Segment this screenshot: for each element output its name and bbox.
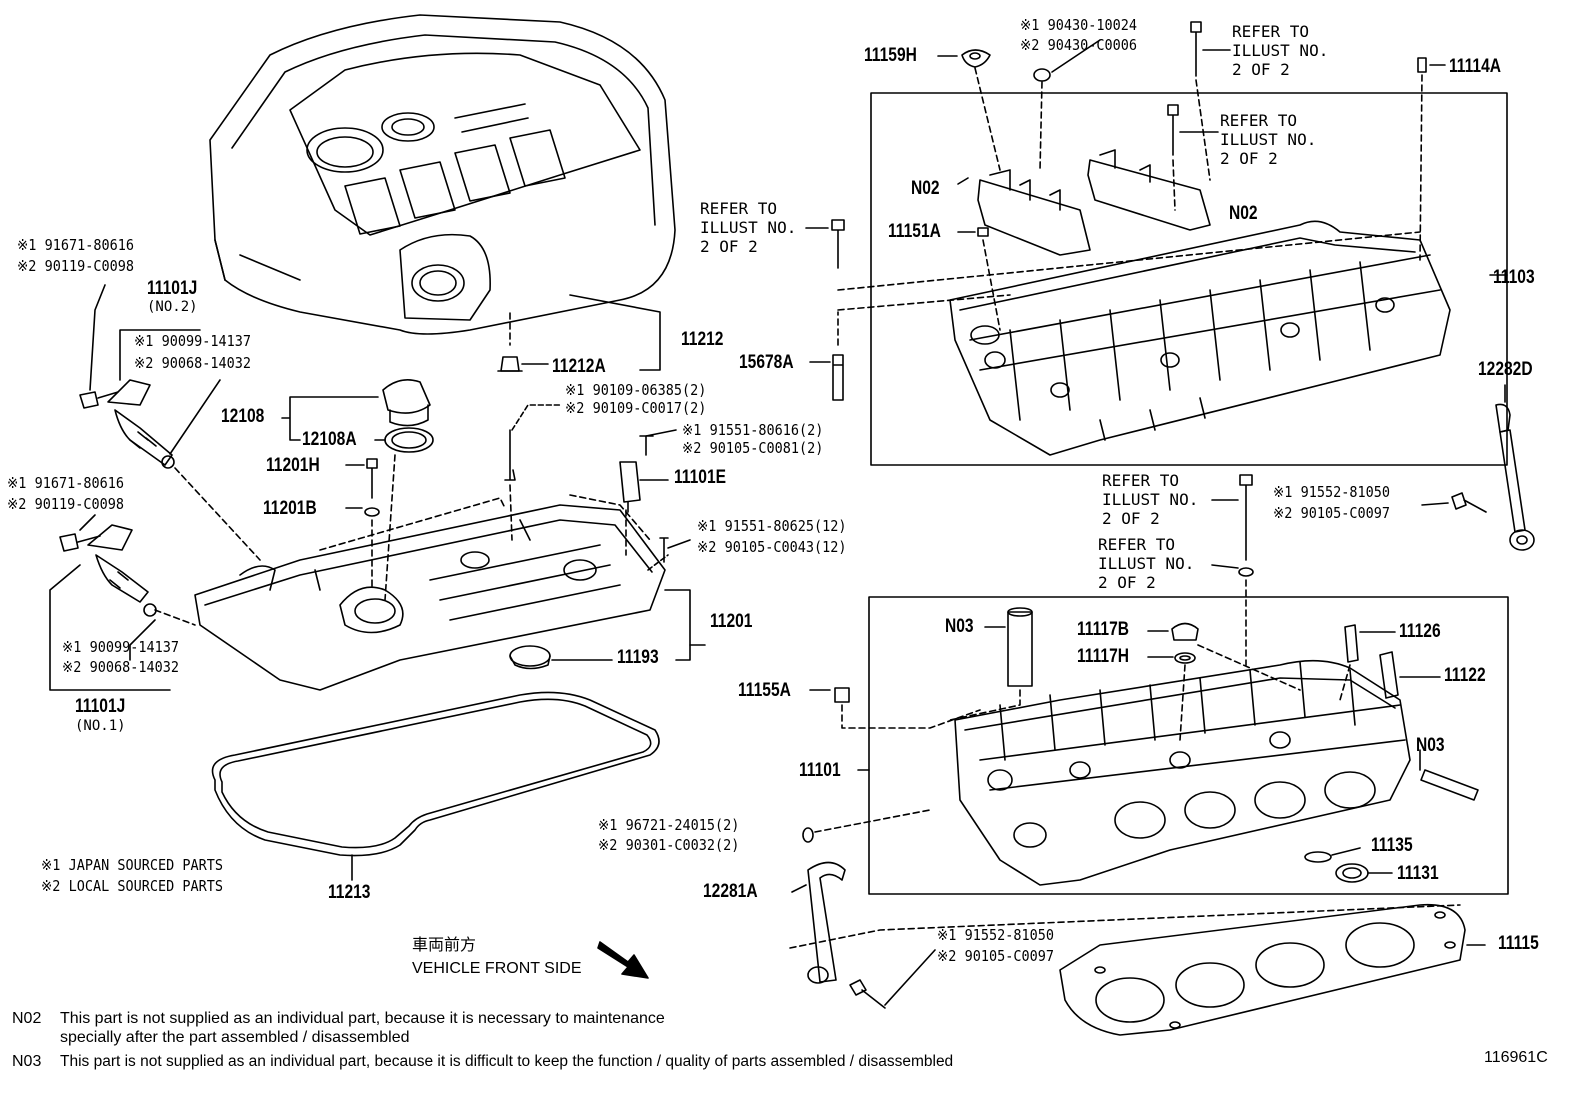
label-11117b: 11117B (1077, 619, 1130, 640)
label-11117h: 11117H (1077, 646, 1130, 667)
label-n02-b: N02 (1229, 203, 1258, 224)
label-11135: 11135 (1371, 835, 1413, 856)
note-n02-line2: specially after the part assembled / dis… (60, 1029, 410, 1046)
label-11151a: 11151A (888, 221, 941, 242)
label-11201b: 11201B (263, 498, 317, 519)
code-stud-1: ※1 90109-06385(2) (565, 381, 707, 399)
figure-id: 116961C (1484, 1049, 1548, 1066)
refer-note-e: REFER TO ILLUST NO. 2 OF 2 (1098, 535, 1195, 592)
code-stud-2: ※2 90109-C0017(2) (565, 399, 707, 417)
code-vsj-2: ※2 90119-C0098 (17, 257, 134, 275)
refer-note-d: REFER TO ILLUST NO. 2 OF 2 (1102, 471, 1199, 528)
code-plug-1: ※1 96721-24015(2) (598, 816, 740, 834)
label-11155a: 11155A (738, 680, 791, 701)
label-12282d: 12282D (1478, 359, 1533, 380)
code-vsj-1: ※1 91671-80616 (17, 236, 134, 254)
camshaft-housing-drawing (949, 220, 1451, 456)
code-cover-bolt-1: ※1 91551-80625(12) (697, 517, 847, 535)
label-11101j-no1: 11101J (75, 696, 126, 717)
label-11122: 11122 (1444, 665, 1486, 686)
label-11103: 11103 (1493, 267, 1535, 288)
label-11131: 11131 (1397, 863, 1439, 884)
label-11212: 11212 (681, 329, 724, 350)
label-11101j-no2-sub: (NO.2) (147, 299, 198, 315)
code-sensor-bolt-2: ※2 90105-C0081(2) (682, 439, 824, 457)
code-orb-1: ※1 90099-14137 (62, 638, 179, 656)
label-11114a: 11114A (1449, 56, 1502, 77)
refer-note-a: REFER TO ILLUST NO. 2 OF 2 (1232, 22, 1329, 79)
code-ora-1: ※1 90099-14137 (134, 332, 251, 350)
note-n03-line1: This part is not supplied as an individu… (60, 1053, 954, 1070)
code-plug-2: ※2 90301-C0032(2) (598, 836, 740, 854)
label-11101j-no1-sub: (NO.1) (75, 718, 126, 734)
label-11115: 11115 (1498, 933, 1539, 954)
label-11201h: 11201H (266, 455, 320, 476)
code-seal-washer-1: ※1 90430-10024 (1020, 16, 1137, 34)
note-n02-line1: This part is not supplied as an individu… (60, 1010, 665, 1027)
label-11126: 11126 (1399, 621, 1441, 642)
vehicle-front-jp: 車両前方 (412, 937, 477, 954)
code-hook-bolt-1: ※1 91552-81050 (937, 926, 1054, 944)
label-n02-a: N02 (911, 178, 940, 199)
legend-local: ※2 LOCAL SOURCED PARTS (41, 877, 223, 895)
code-orb-2: ※2 90068-14032 (62, 658, 179, 676)
note-n03-code: N03 (12, 1053, 42, 1070)
label-11159h: 11159H (864, 45, 917, 66)
code-bracket-bolt-1: ※1 91552-81050 (1273, 483, 1390, 501)
label-12108: 12108 (221, 406, 265, 427)
cylinder-head-cover-drawing (194, 504, 666, 691)
note-n02-code: N02 (12, 1010, 42, 1027)
code-sensor-bolt-1: ※1 91551-80616(2) (682, 421, 824, 439)
label-11101j-no2: 11101J (147, 278, 198, 299)
code-seal-washer-2: ※2 90430-C0006 (1020, 36, 1137, 54)
head-gasket-drawing (1059, 903, 1466, 1036)
vehicle-front-en: VEHICLE FRONT SIDE (412, 960, 582, 977)
label-11101e: 11101E (674, 467, 727, 488)
label-11101: 11101 (799, 760, 841, 781)
code-bracket-bolt-2: ※2 90105-C0097 (1273, 504, 1390, 522)
legend-japan: ※1 JAPAN SOURCED PARTS (41, 856, 223, 874)
code-hook-bolt-2: ※2 90105-C0097 (937, 947, 1054, 965)
code-ora-2: ※2 90068-14032 (134, 354, 251, 372)
label-11193: 11193 (617, 647, 659, 668)
label-15678a: 15678A (739, 352, 794, 373)
cylinder-head-drawing (954, 659, 1411, 886)
code-vsk-2: ※2 90119-C0098 (7, 495, 124, 513)
label-12108a: 12108A (302, 429, 357, 450)
refer-note-c: REFER TO ILLUST NO. 2 OF 2 (700, 199, 797, 256)
label-n03-b: N03 (1416, 735, 1445, 756)
code-cover-bolt-2: ※2 90105-C0043(12) (697, 538, 847, 556)
label-11201: 11201 (710, 611, 753, 632)
label-11212a: 11212A (552, 356, 606, 377)
code-vsk-1: ※1 91671-80616 (7, 474, 124, 492)
vehicle-front-arrow-icon (597, 941, 649, 979)
label-n03-a: N03 (945, 616, 974, 637)
label-12281a: 12281A (703, 881, 758, 902)
refer-note-b: REFER TO ILLUST NO. 2 OF 2 (1220, 111, 1317, 168)
engine-cover-drawing (209, 14, 676, 335)
label-11213: 11213 (328, 882, 371, 903)
